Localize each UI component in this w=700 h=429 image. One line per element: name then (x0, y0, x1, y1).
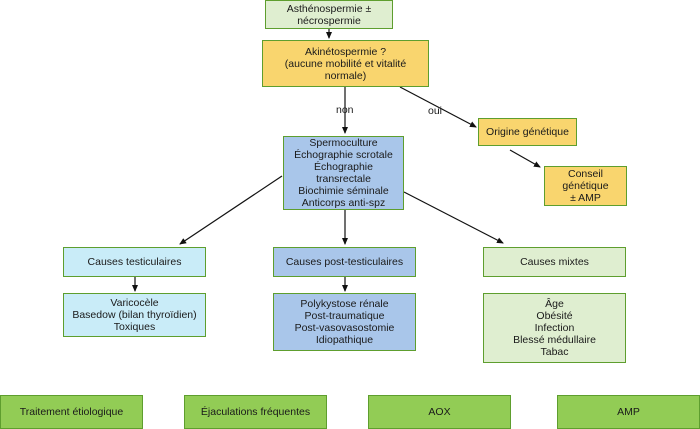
node-line: Anticorps anti-spz (301, 197, 386, 209)
node-ejaculations-frequentes: Éjaculations fréquentes (184, 395, 327, 429)
node-line: Obésité (536, 310, 573, 322)
node-line: nécrospermie (297, 14, 361, 27)
node-line: Blessé médullaire (513, 334, 596, 346)
node-aox: AOX (368, 395, 511, 429)
arrow-origine-conseil (509, 149, 541, 168)
node-line: Éjaculations fréquentes (200, 406, 311, 418)
node-mixtes-list: Âge Obésité Infection Blessé médullaire … (483, 293, 626, 363)
node-origine-genetique: Origine génétique (478, 118, 577, 146)
node-causes-post-testiculaires: Causes post-testiculaires (273, 247, 416, 277)
node-post-testiculaires-list: Polykystose rénale Post-traumatique Post… (273, 293, 416, 351)
node-line: Akinétospermie ? (304, 45, 387, 58)
arrow-exams-mixtes (403, 191, 504, 244)
node-line: Varicocèle (110, 297, 159, 309)
node-line: Biochimie séminale (298, 185, 389, 197)
node-conseil-genetique: Conseil génétique ± AMP (544, 166, 627, 206)
node-line: Tabac (540, 346, 569, 358)
node-line: Idiopathique (315, 334, 374, 346)
node-traitement-etiologique: Traitement étiologique (0, 395, 143, 429)
node-line: normale) (324, 69, 367, 82)
node-line: Conseil (567, 168, 604, 180)
node-amp: AMP (557, 395, 700, 429)
node-line: Asthénospermie ± (286, 2, 372, 15)
node-line: ± AMP (570, 192, 601, 204)
arrow-exams-testic (179, 175, 283, 245)
node-examens: Spermoculture Échographie scrotale Échog… (283, 136, 404, 210)
node-line: Échographie (314, 161, 373, 173)
node-line: Toxiques (113, 321, 156, 333)
node-line: transrectale (316, 173, 371, 185)
node-line: génétique (562, 180, 609, 192)
node-causes-testiculaires: Causes testiculaires (63, 247, 206, 277)
arrow-akineto-origine (399, 86, 477, 128)
edge-label-oui: oui (428, 105, 443, 117)
node-line: Causes mixtes (520, 256, 589, 268)
node-line: Spermoculture (309, 137, 378, 149)
node-akinetospermie: Akinétospermie ? (aucune mobilité et vit… (262, 40, 429, 87)
node-line: Âge (545, 298, 564, 310)
node-line: Échographie scrotale (294, 149, 393, 161)
node-line: Traitement étiologique (19, 406, 124, 418)
node-line: AOX (428, 406, 451, 418)
node-line: Post-vasovasostomie (294, 322, 395, 334)
node-line: Infection (534, 322, 575, 334)
edge-label-non: non (336, 104, 354, 116)
node-line: Polykystose rénale (300, 298, 389, 310)
node-line: AMP (617, 406, 640, 418)
node-testiculaires-list: Varicocèle Basedow (bilan thyroïdien) To… (63, 293, 206, 337)
node-line: Causes post-testiculaires (285, 256, 404, 268)
node-line: Causes testiculaires (87, 256, 182, 268)
node-line: Origine génétique (486, 126, 569, 138)
node-line: (aucune mobilité et vitalité (284, 57, 407, 70)
node-line: Basedow (bilan thyroïdien) (72, 309, 197, 321)
node-asthenospermie: Asthénospermie ± nécrospermie (265, 0, 393, 29)
node-line: Post-traumatique (304, 310, 385, 322)
node-causes-mixtes: Causes mixtes (483, 247, 626, 277)
